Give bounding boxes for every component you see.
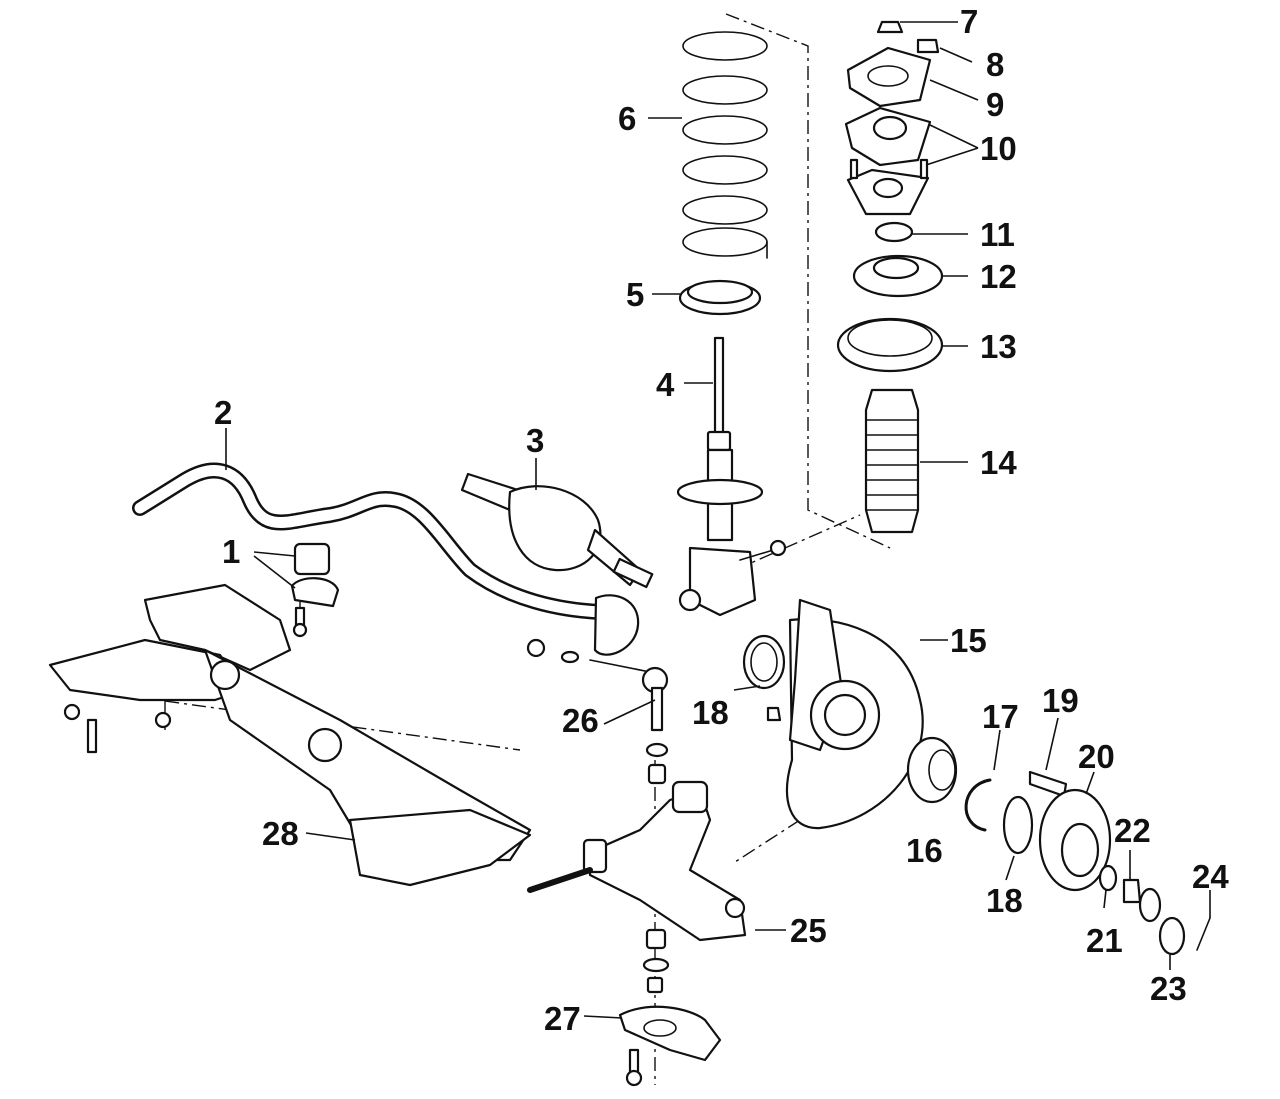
callout-15: 15 (950, 622, 987, 659)
lower-control-arm (527, 780, 747, 994)
strut-assembly (676, 336, 787, 617)
steering-knuckle (766, 598, 924, 830)
callout-18-left: 18 (692, 694, 729, 731)
callout-3: 3 (526, 422, 544, 459)
callout-26: 26 (562, 702, 599, 739)
stabilizer-bushing (290, 542, 340, 638)
callout-13: 13 (980, 328, 1017, 365)
callout-1: 1 (222, 533, 240, 570)
callout-8: 8 (986, 46, 1004, 83)
callout-12: 12 (980, 258, 1017, 295)
callout-10: 10 (980, 130, 1017, 167)
callout-28: 28 (262, 815, 299, 852)
callout-24: 24 (1192, 858, 1229, 895)
callout-19: 19 (1042, 682, 1079, 719)
front-crossmember (48, 583, 532, 887)
callout-14: 14 (980, 444, 1017, 481)
callout-18-right: 18 (986, 882, 1023, 919)
callout-17: 17 (982, 698, 1019, 735)
callout-25: 25 (790, 912, 827, 949)
callout-labels: 7 8 9 10 11 12 13 14 6 5 4 3 2 1 15 18 1… (214, 3, 1229, 1037)
coil-spring (682, 31, 768, 259)
stabilizer-link (526, 638, 669, 785)
callout-2: 2 (214, 394, 232, 431)
drive-shaft (460, 472, 654, 589)
dust-boot (864, 388, 920, 534)
callout-23: 23 (1150, 970, 1187, 1007)
callout-4: 4 (656, 366, 675, 403)
callout-11: 11 (980, 216, 1015, 253)
assembly-lines (84, 13, 891, 1085)
stabilizer-bar (132, 462, 640, 656)
spring-seat (678, 279, 762, 316)
control-arm-bracket (618, 1005, 722, 1087)
callout-22: 22 (1114, 812, 1151, 849)
callout-21: 21 (1086, 922, 1123, 959)
hub-bearing-parts (906, 736, 1211, 956)
callout-5: 5 (626, 276, 644, 313)
strut-bearing-parts (836, 221, 944, 373)
callout-20: 20 (1078, 738, 1115, 775)
callout-9: 9 (986, 86, 1004, 123)
callout-16: 16 (906, 832, 943, 869)
callout-6: 6 (618, 100, 636, 137)
callout-27: 27 (544, 1000, 581, 1037)
leader-lines (225, 21, 1211, 1019)
callout-7: 7 (960, 3, 978, 40)
strut-top-mount (844, 20, 940, 216)
